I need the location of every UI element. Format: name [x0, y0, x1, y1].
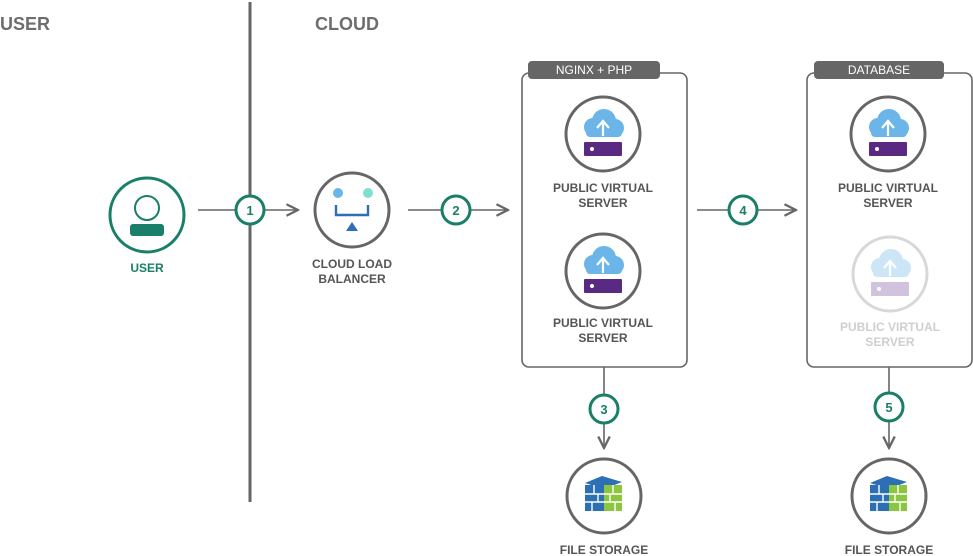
file-storage-node-1[interactable]: [565, 457, 643, 535]
step-badge-3: 3: [588, 393, 620, 425]
column-label-user: USER: [0, 14, 50, 34]
user-icon: [130, 195, 164, 236]
storage-icon: [870, 476, 907, 511]
web-vs1-label-line1: PUBLIC VIRTUAL: [553, 181, 653, 195]
svg-text:DATABASE: DATABASE: [848, 63, 910, 77]
load-balancer-icon: [333, 188, 373, 231]
step-badge-1: 1: [234, 194, 266, 226]
lb-label-line2: BALANCER: [318, 272, 386, 286]
db-virtual-server-1[interactable]: [849, 95, 927, 173]
db-virtual-server-2[interactable]: [851, 235, 929, 313]
step-badge-2: 2: [440, 194, 472, 226]
step-badge-4: 4: [727, 194, 759, 226]
web-vs2-label-line2: SERVER: [578, 331, 627, 345]
svg-text:NGINX + PHP: NGINX + PHP: [556, 63, 632, 77]
load-balancer-node[interactable]: [313, 171, 391, 249]
svg-text:4: 4: [739, 203, 747, 218]
web-vs1-label-line2: SERVER: [578, 196, 627, 210]
lb-label-line1: CLOUD LOAD: [312, 257, 392, 271]
svg-text:1: 1: [246, 203, 253, 218]
db-vs1-label-line1: PUBLIC VIRTUAL: [838, 181, 938, 195]
svg-text:5: 5: [885, 400, 892, 415]
file-storage-1-label: FILE STORAGE: [560, 543, 648, 556]
cloud-server-icon: [871, 249, 911, 296]
cloud-server-icon: [584, 109, 624, 156]
web-virtual-server-1[interactable]: [564, 95, 642, 173]
db-group-tag: DATABASE: [814, 61, 944, 79]
db-vs2-label-line2: SERVER: [865, 335, 914, 349]
cloud-server-icon: [584, 246, 624, 293]
web-vs2-label-line1: PUBLIC VIRTUAL: [553, 316, 653, 330]
db-vs2-label-line1: PUBLIC VIRTUAL: [840, 320, 940, 334]
step-badge-5: 5: [873, 391, 905, 423]
file-storage-node-2[interactable]: [850, 457, 928, 535]
user-node[interactable]: [108, 176, 186, 254]
db-vs1-label-line2: SERVER: [863, 196, 912, 210]
user-label: USER: [130, 261, 164, 275]
column-label-cloud: CLOUD: [315, 14, 379, 34]
storage-icon: [585, 476, 622, 511]
web-virtual-server-2[interactable]: [564, 232, 642, 310]
svg-text:2: 2: [452, 203, 459, 218]
web-group-tag: NGINX + PHP: [528, 61, 660, 79]
cloud-server-icon: [869, 109, 909, 156]
svg-text:3: 3: [600, 402, 607, 417]
file-storage-2-label: FILE STORAGE: [845, 543, 933, 556]
